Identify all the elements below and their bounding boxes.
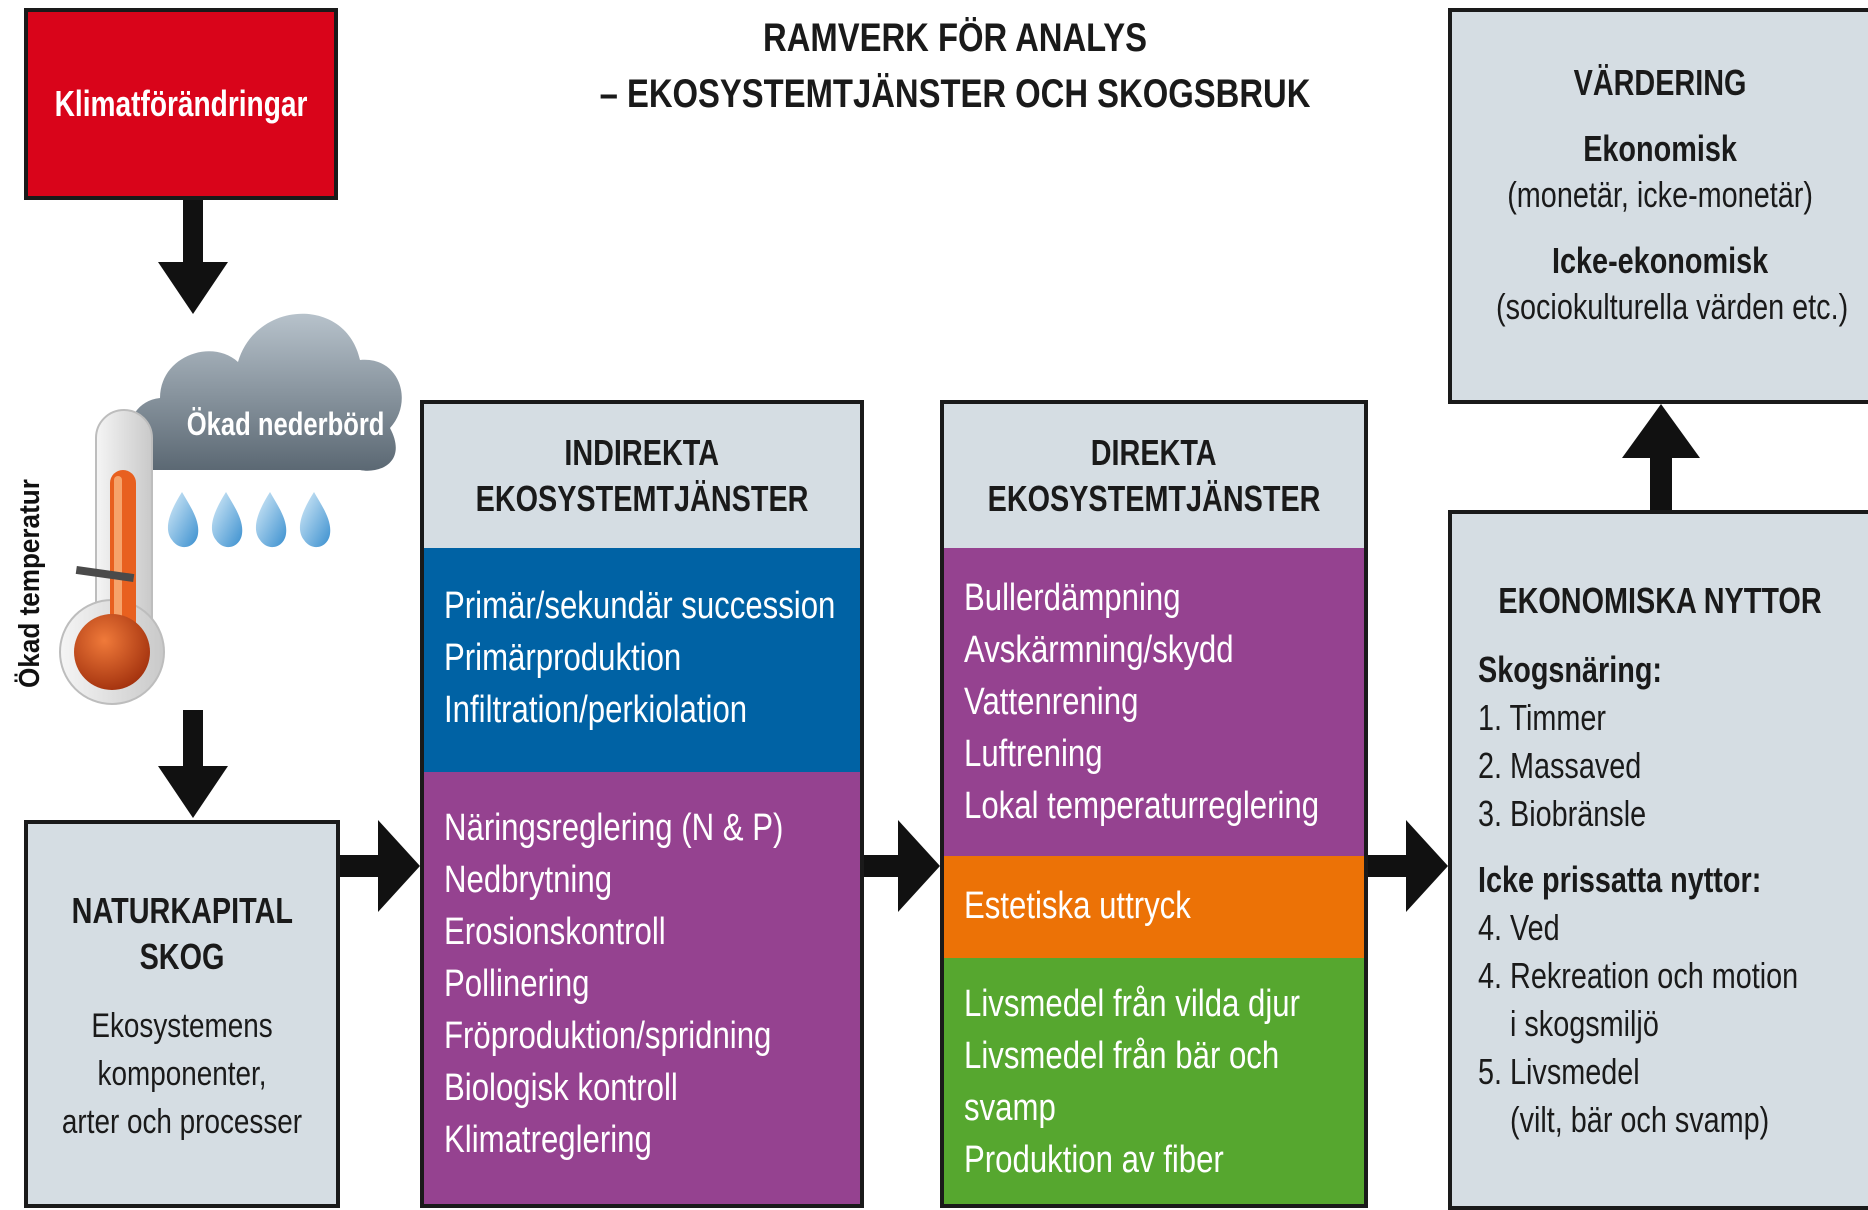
benefit-item: 3. Biobränsle: [1478, 793, 1647, 834]
benefit-item-continuation: i skogsmiljö: [1510, 1003, 1659, 1044]
arrow-right-icon: [1368, 820, 1448, 912]
direct-services-box: DIREKTA EKOSYSTEMTJÄNSTER Bullerdämpning…: [940, 400, 1368, 1208]
valuation-economic-desc: (monetär, icke-monetär): [1507, 174, 1813, 215]
benefit-item-continuation: (vilt, bär och svamp): [1510, 1099, 1770, 1140]
rain-cloud-icon: [127, 313, 402, 471]
benefit-item: 1. Timmer: [1478, 697, 1607, 738]
forest-industry-heading: Skogsnäring:: [1478, 649, 1663, 690]
economic-benefits-heading: EKONOMISKA NYTTOR: [1498, 580, 1822, 621]
indirect-service-item: Primär/sekundär succession: [444, 585, 836, 627]
indirect-service-item: Infiltration/perkiolation: [444, 689, 748, 731]
direct-title-1: DIREKTA: [1091, 432, 1217, 473]
direct-orange-group: Estetiska uttryck: [944, 856, 1364, 958]
valuation-heading: VÄRDERING: [1573, 62, 1747, 103]
diagram-title: RAMVERK FÖR ANALYS – EKOSYSTEMTJÄNSTER O…: [430, 10, 1480, 122]
arrow-up-icon: [1622, 404, 1700, 512]
indirect-service-item: Biologisk kontroll: [444, 1067, 678, 1109]
arrow-right-icon: [340, 820, 420, 912]
indirect-service-item: Erosionskontroll: [444, 911, 666, 953]
direct-service-item: Avskärmning/skydd: [964, 629, 1234, 671]
natural-capital-desc-line: Ekosystemens: [91, 1007, 273, 1045]
indirect-title-2: EKOSYSTEMTJÄNSTER: [475, 478, 809, 519]
unpriced-benefits-heading: Icke prissatta nyttor:: [1478, 859, 1762, 900]
natural-capital-description: Ekosystemens komponenter, arter och proc…: [28, 1002, 336, 1146]
direct-service-item: Produktion av fiber: [964, 1139, 1224, 1181]
indirect-services-box: INDIREKTA EKOSYSTEMTJÄNSTER Primär/sekun…: [420, 400, 864, 1208]
natural-capital-heading: NATURKAPITAL SKOG: [28, 888, 336, 980]
thermometer-label: Ökad temperatur: [14, 479, 46, 688]
natural-capital-desc-line: arter och processer: [61, 1103, 303, 1141]
title-line-2: – EKOSYSTEMTJÄNSTER OCH SKOGSBRUK: [599, 72, 1311, 116]
arrow-down-icon: [158, 200, 228, 314]
direct-service-item: Luftrening: [964, 733, 1103, 775]
indirect-services-heading: INDIREKTA EKOSYSTEMTJÄNSTER: [424, 404, 860, 548]
direct-service-item: Bullerdämpning: [964, 577, 1181, 619]
natural-capital-title-2: SKOG: [139, 936, 225, 977]
natural-capital-title-1: NATURKAPITAL: [71, 890, 293, 931]
arrow-down-icon: [158, 710, 228, 818]
indirect-blue-group: Primär/sekundär succession Primärprodukt…: [424, 548, 860, 772]
direct-service-item: Livsmedel från bär och: [964, 1035, 1280, 1077]
direct-service-item: svamp: [964, 1087, 1056, 1129]
cloud-label-container: Ökad nederbörd: [162, 406, 385, 443]
indirect-service-item: Pollinering: [444, 963, 590, 1005]
direct-service-item: Lokal temperaturreglering: [964, 785, 1320, 827]
thermometer-icon: [59, 409, 165, 705]
direct-green-group: Livsmedel från vilda djur Livsmedel från…: [944, 958, 1364, 1204]
direct-service-item: Vattenrening: [964, 681, 1139, 723]
valuation-non-economic: Icke-ekonomisk: [1551, 240, 1769, 281]
natural-capital-desc-line: komponenter,: [97, 1055, 267, 1093]
direct-service-item: Estetiska uttryck: [964, 885, 1191, 927]
indirect-purple-group: Näringsreglering (N & P) Nedbrytning Ero…: [424, 772, 860, 1204]
benefit-item: 4. Ved: [1478, 907, 1560, 948]
cloud-label: Ökad nederbörd: [186, 406, 385, 442]
indirect-service-item: Klimatreglering: [444, 1119, 652, 1161]
valuation-economic: Ekonomisk: [1583, 128, 1737, 169]
valuation-box: VÄRDERING Ekonomisk (monetär, icke-monet…: [1448, 8, 1868, 404]
direct-services-heading: DIREKTA EKOSYSTEMTJÄNSTER: [944, 404, 1364, 548]
benefit-item: 2. Massaved: [1478, 745, 1642, 786]
indirect-service-item: Fröproduktion/spridning: [444, 1015, 772, 1057]
indirect-service-item: Näringsreglering (N & P): [444, 807, 784, 849]
indirect-title-1: INDIREKTA: [564, 432, 720, 473]
economic-benefits-box: EKONOMISKA NYTTOR Skogsnäring: 1. Timmer…: [1448, 510, 1868, 1210]
benefit-item: 4. Rekreation och motion: [1478, 955, 1799, 996]
rain-drop-icon: [167, 492, 331, 548]
direct-purple-group: Bullerdämpning Avskärmning/skydd Vattenr…: [944, 548, 1364, 856]
indirect-service-item: Primärproduktion: [444, 637, 682, 679]
natural-capital-box: NATURKAPITAL SKOG Ekosystemens komponent…: [24, 820, 340, 1208]
arrow-right-icon: [864, 820, 940, 912]
direct-service-item: Livsmedel från vilda djur: [964, 983, 1300, 1025]
thermometer-label-container: Ökad temperatur: [14, 456, 47, 688]
climate-change-box: Klimatförändringar: [24, 8, 338, 200]
valuation-non-economic-desc: (sociokulturella värden etc.): [1496, 286, 1849, 327]
climate-change-label: Klimatförändringar: [54, 83, 308, 124]
title-line-1: RAMVERK FÖR ANALYS: [763, 16, 1147, 60]
benefit-item: 5. Livsmedel: [1478, 1051, 1640, 1092]
direct-title-2: EKOSYSTEMTJÄNSTER: [987, 478, 1321, 519]
indirect-service-item: Nedbrytning: [444, 859, 613, 901]
